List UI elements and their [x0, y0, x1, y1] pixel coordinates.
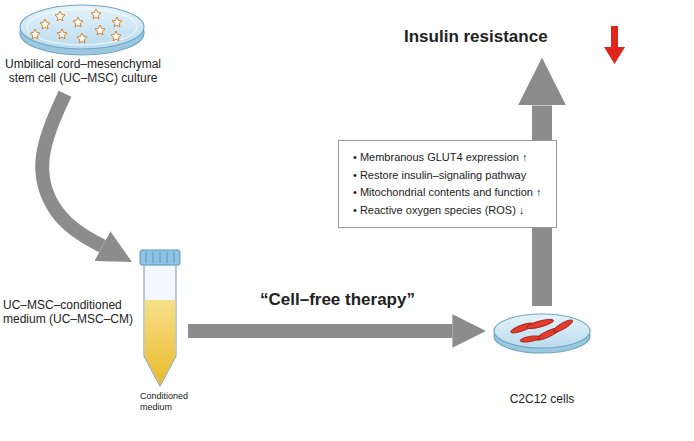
- decrease-arrow: [604, 26, 625, 64]
- cap-ridge: [153, 252, 154, 263]
- petri-dish: [20, 5, 144, 55]
- stem-cell: [91, 9, 101, 19]
- node-caption: C2C12 cells: [492, 392, 592, 406]
- stem-cell: [95, 25, 105, 35]
- flow-arrow: [42, 94, 102, 246]
- arrow-shaft: [611, 26, 618, 48]
- muscle-cell: [520, 335, 541, 344]
- effects-box: • Membranous GLUT4 expression ↑• Restore…: [338, 140, 557, 228]
- muscle-cell: [526, 317, 555, 330]
- dish-rim: [27, 9, 137, 45]
- stem-cell: [77, 33, 87, 43]
- node-text: • Reactive oxygen species (ROS) ↓: [353, 202, 542, 220]
- stem-cell: [112, 17, 122, 27]
- petri-dish: [494, 314, 590, 353]
- stem-cell: [30, 29, 40, 39]
- edge-label: “Cell–free therapy”: [258, 290, 417, 310]
- dish-top: [20, 5, 144, 49]
- stem-cell: [111, 31, 121, 41]
- node-text: • Restore insulin–signaling pathway: [353, 167, 542, 185]
- conical-tube: [140, 250, 180, 386]
- medium-tube: UC–MSC–conditioned medium (UC–MSC–CM)Con…: [140, 250, 180, 387]
- node-text: Insulin resistance: [404, 27, 548, 47]
- node-caption: Conditioned medium: [140, 391, 210, 413]
- flow-arrow: [188, 324, 452, 338]
- dish-top: [494, 314, 590, 348]
- node-text: • Mitochondrial contents and function ↑: [353, 184, 542, 202]
- cap-ridge: [167, 252, 168, 263]
- node-text: • Membranous GLUT4 expression ↑: [353, 149, 542, 167]
- node-caption: UC–MSC–conditioned medium (UC–MSC–CM): [3, 298, 135, 327]
- stem-cell: [40, 19, 50, 29]
- cap-ridge: [160, 252, 161, 263]
- cap-ridge: [174, 252, 175, 263]
- tube-cap: [140, 250, 180, 265]
- tube-liquid: [145, 300, 176, 385]
- culture-dish: Umbilical cord–mesenchymal stem cell (UC…: [20, 5, 145, 53]
- cap-ridge: [146, 252, 147, 263]
- outcome-label: Insulin resistance: [402, 27, 550, 47]
- stem-cell: [57, 29, 67, 39]
- tube-body: [144, 264, 176, 386]
- c2c12-dish: C2C12 cells: [492, 312, 592, 350]
- stem-cell: [73, 17, 83, 27]
- arrow-head: [604, 47, 625, 64]
- muscle-cell: [552, 318, 574, 334]
- node-caption: Umbilical cord–mesenchymal stem cell (UC…: [0, 57, 168, 86]
- stem-cell: [55, 11, 65, 21]
